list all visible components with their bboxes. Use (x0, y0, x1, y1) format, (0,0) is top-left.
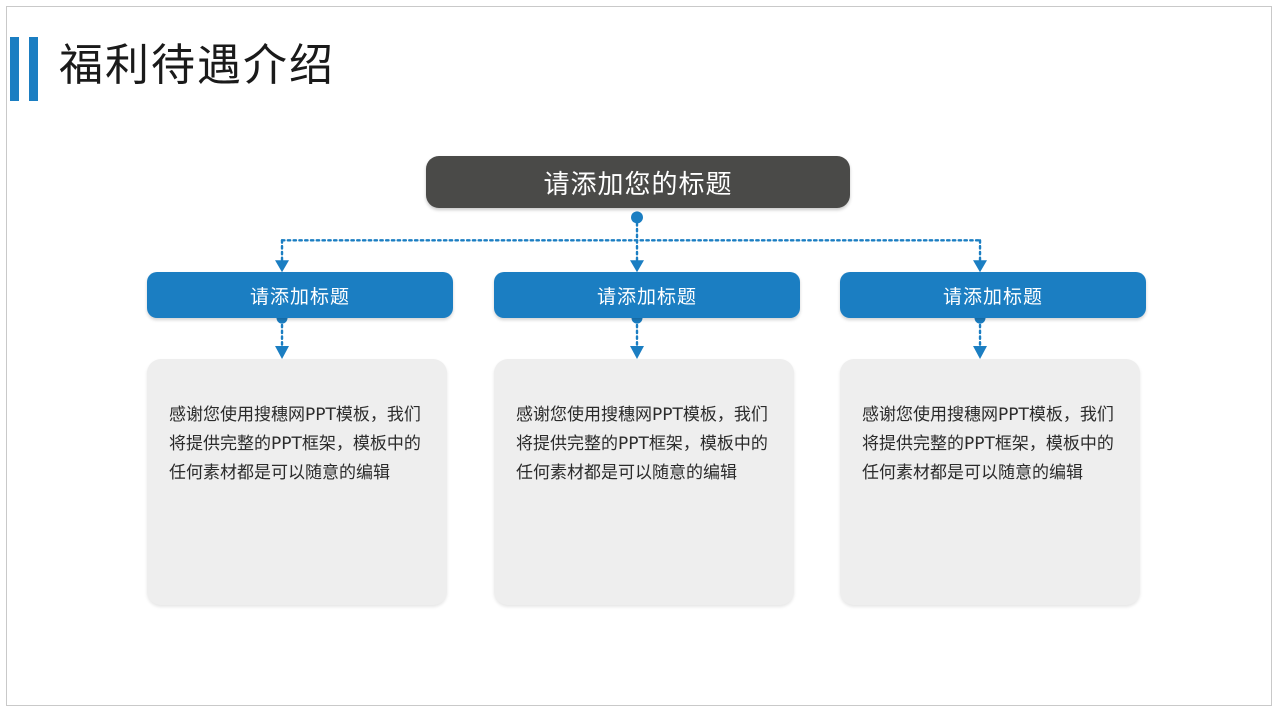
branch-body-2[interactable]: 感谢您使用搜穗网PPT模板，我们将提供完整的PPT框架，模板中的任何素材都是可以… (494, 359, 794, 605)
diagram-branch-1: 请添加标题 感谢您使用搜穗网PPT模板，我们将提供完整的PPT框架，模板中的任何… (142, 7, 453, 705)
branch-body-3[interactable]: 感谢您使用搜穗网PPT模板，我们将提供完整的PPT框架，模板中的任何素材都是可以… (840, 359, 1140, 605)
branch-header-label-1: 请添加标题 (249, 285, 350, 308)
branch-header-label-3: 请添加标题 (942, 285, 1043, 308)
title-accent-bar-left (10, 37, 19, 101)
org-diagram: 请添加您的标题 请添加标题 感谢您使用搜穗网PPT模板，我们将提供完整的PPT框… (7, 7, 1271, 705)
title-accent-bar-right (29, 37, 38, 101)
branch-body-text-3: 感谢您使用搜穗网PPT模板，我们将提供完整的PPT框架，模板中的任何素材都是可以… (862, 405, 1114, 483)
diagram-root-node[interactable]: 请添加您的标题 (426, 156, 850, 208)
branch-header-2[interactable]: 请添加标题 (494, 272, 800, 318)
slide-canvas: 福利待遇介绍 (6, 6, 1272, 706)
diagram-branch-3: 请添加标题 感谢您使用搜穗网PPT模板，我们将提供完整的PPT框架，模板中的任何… (835, 7, 1146, 705)
root-node-label: 请添加您的标题 (543, 169, 733, 200)
branch-header-3[interactable]: 请添加标题 (840, 272, 1146, 318)
branch-header-1[interactable]: 请添加标题 (147, 272, 453, 318)
branch-body-text-1: 感谢您使用搜穗网PPT模板，我们将提供完整的PPT框架，模板中的任何素材都是可以… (169, 405, 421, 483)
diagram-branch-2: 请添加标题 感谢您使用搜穗网PPT模板，我们将提供完整的PPT框架，模板中的任何… (489, 7, 800, 705)
page-title: 福利待遇介绍 (59, 40, 335, 91)
branch-body-1[interactable]: 感谢您使用搜穗网PPT模板，我们将提供完整的PPT框架，模板中的任何素材都是可以… (147, 359, 447, 605)
slide-header: 福利待遇介绍 (7, 7, 1271, 117)
branch-body-text-2: 感谢您使用搜穗网PPT模板，我们将提供完整的PPT框架，模板中的任何素材都是可以… (516, 405, 768, 483)
branch-header-label-2: 请添加标题 (596, 285, 697, 308)
